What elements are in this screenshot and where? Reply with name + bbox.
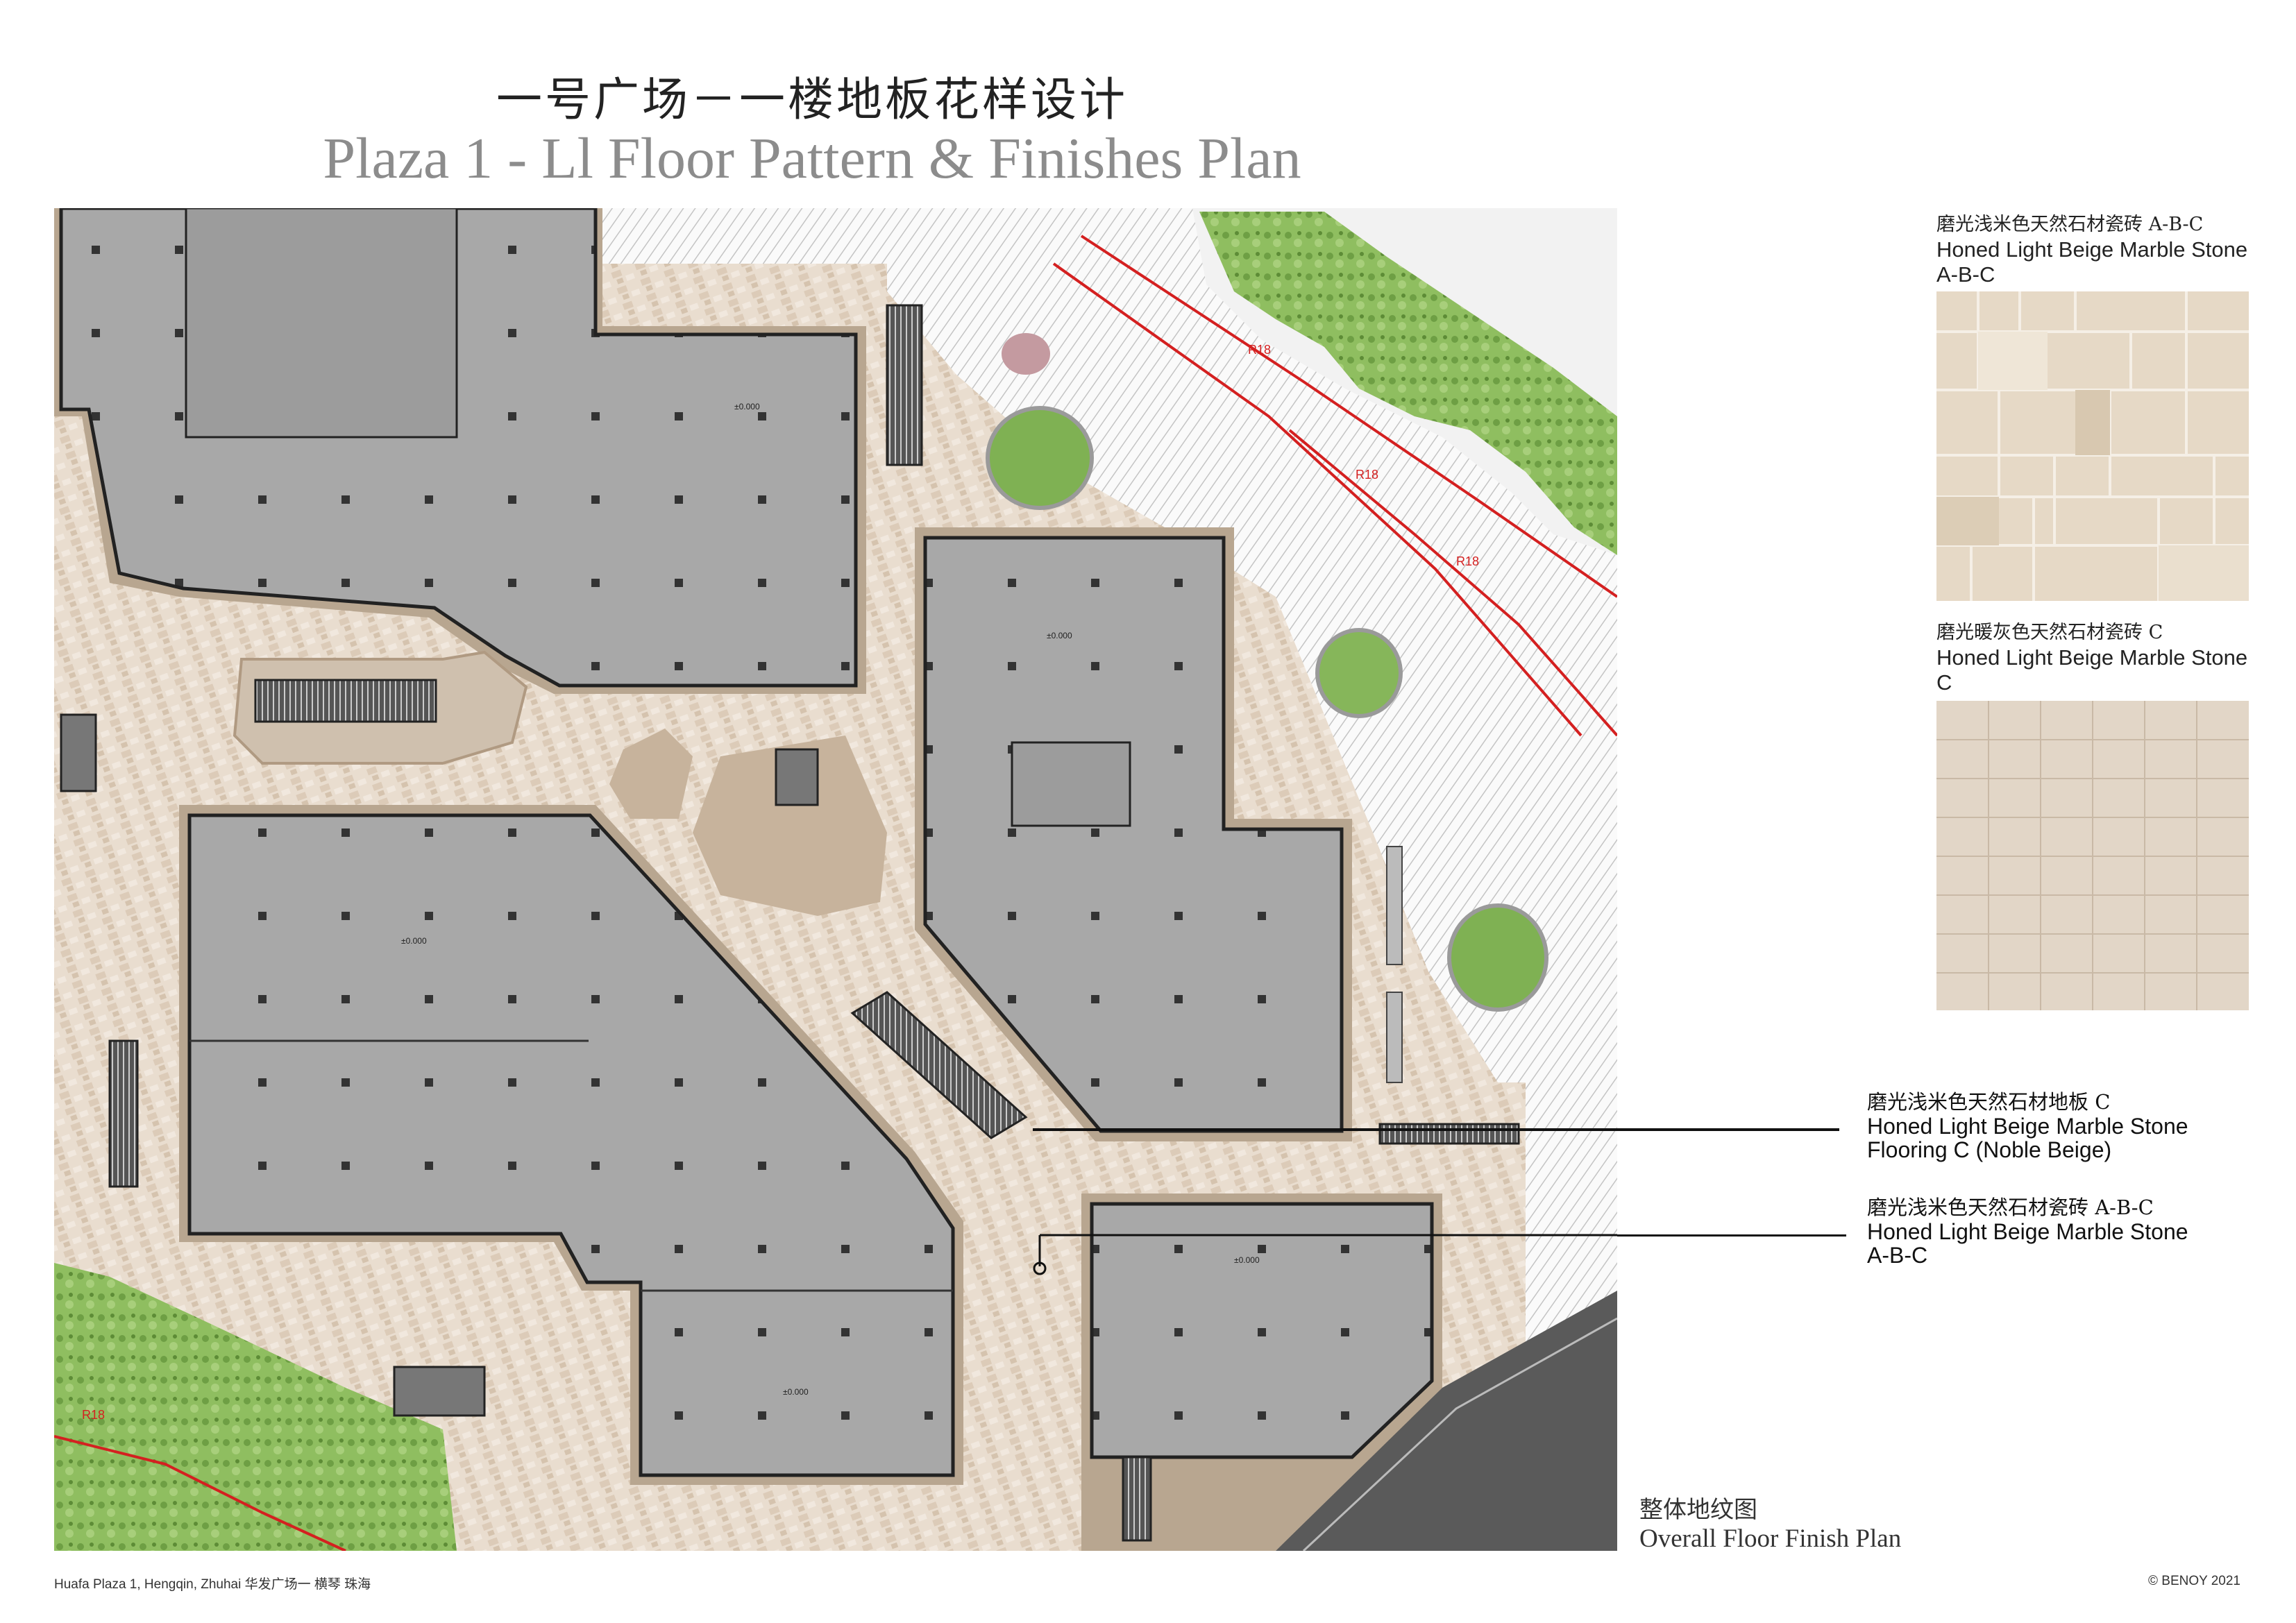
swatch-a-tile <box>1936 291 2249 601</box>
swatch-a-name-cn: 磨光浅米色天然石材瓷砖 A-B-C <box>1936 214 2204 235</box>
road-marker-label: R18 <box>1356 468 1378 482</box>
callout-tile-abc-spec: A-B-C <box>1867 1243 1928 1268</box>
tree-planter <box>1447 903 1548 1012</box>
road-line <box>1080 235 1617 598</box>
escalator <box>886 304 923 466</box>
building-b <box>187 813 955 1477</box>
floor-plan: R18 R18 R18 R18 ±0.000 ±0.000 <box>54 208 1617 1551</box>
swatch-c-label: 磨光暖灰色天然石材瓷砖 C Honed Light Beige Marble S… <box>1936 620 2247 695</box>
building-d <box>1090 1202 1434 1459</box>
footer-project-name: Huafa Plaza 1, Hengqin, Zhuhai 华发广场一 横琴 … <box>54 1577 371 1592</box>
callout-marker <box>1033 1261 1047 1275</box>
building-c-core <box>1011 741 1131 827</box>
page-title-chinese: 一号广场－一楼地板花样设计 <box>496 73 1128 126</box>
building-c <box>923 536 1344 1133</box>
footer-copyright: © BENOY 2021 <box>2148 1574 2240 1588</box>
escalator <box>254 679 437 723</box>
escalator <box>850 991 1028 1139</box>
bench <box>1386 992 1403 1083</box>
level-label: ±0.000 <box>401 936 427 946</box>
swatch-a-label: 磨光浅米色天然石材瓷砖 A-B-C Honed Light Beige Marb… <box>1936 212 2247 287</box>
escalator <box>1122 1456 1152 1542</box>
callout-flooring-c-cn: 磨光浅米色天然石材地板 C <box>1867 1090 2111 1114</box>
road-marker-label: R18 <box>1456 554 1479 568</box>
escalator <box>1378 1123 1520 1145</box>
tree-planter <box>986 406 1094 510</box>
callout-tile-abc-en: Honed Light Beige Marble Stone <box>1867 1219 2188 1244</box>
road-marker-label: R18 <box>1248 343 1271 357</box>
callout-tile-abc-cn: 磨光浅米色天然石材瓷砖 A-B-C <box>1867 1196 2154 1219</box>
greenery-north <box>1199 212 1617 555</box>
swatch-c-name-en: Honed Light Beige Marble Stone <box>1936 645 2248 670</box>
callout-leader-line <box>1617 1234 1846 1237</box>
planter-island <box>693 736 887 916</box>
planter-island <box>609 729 693 819</box>
level-label: ±0.000 <box>1047 631 1072 640</box>
road-line <box>1052 262 1582 737</box>
level-label: ±0.000 <box>1234 1255 1260 1265</box>
callout-tile-abc: 磨光浅米色天然石材瓷砖 A-B-C Honed Light Beige Marb… <box>1867 1195 2188 1267</box>
tree-planter <box>1315 628 1403 718</box>
building-a-core <box>185 208 458 439</box>
flower-bed <box>1002 333 1050 375</box>
road-marker-label: R18 <box>82 1408 105 1422</box>
lift-core <box>60 713 97 792</box>
escalator <box>108 1039 139 1188</box>
road-line <box>1288 429 1617 737</box>
swatch-c-tile <box>1936 701 2249 1010</box>
callout-flooring-c-en: Honed Light Beige Marble Stone <box>1867 1114 2188 1139</box>
swatch-c-code: C <box>1936 670 1952 695</box>
swatch-c-name-cn: 磨光暖灰色天然石材瓷砖 C <box>1936 622 2163 643</box>
swatch-a-code: A-B-C <box>1936 262 1995 287</box>
callout-flooring-c-spec: Flooring C (Noble Beige) <box>1867 1137 2112 1162</box>
lift-core <box>393 1366 486 1417</box>
page-title-english: Plaza 1 - Ll Floor Pattern & Finishes Pl… <box>323 126 1301 191</box>
greenery-south <box>54 1263 457 1551</box>
callout-flooring-c: 磨光浅米色天然石材地板 C Honed Light Beige Marble S… <box>1867 1089 2188 1162</box>
plan-caption-en: Overall Floor Finish Plan <box>1639 1524 1902 1553</box>
level-label: ±0.000 <box>734 402 760 411</box>
bench <box>1386 846 1403 965</box>
level-label: ±0.000 <box>783 1387 809 1397</box>
callout-leader-line <box>1617 1128 1839 1131</box>
road-line <box>54 1435 346 1551</box>
lift-core <box>775 748 819 806</box>
adjacent-building <box>1276 1291 1617 1551</box>
plan-caption-cn: 整体地纹图 <box>1639 1496 1757 1524</box>
swatch-a-name-en: Honed Light Beige Marble Stone <box>1936 237 2248 262</box>
